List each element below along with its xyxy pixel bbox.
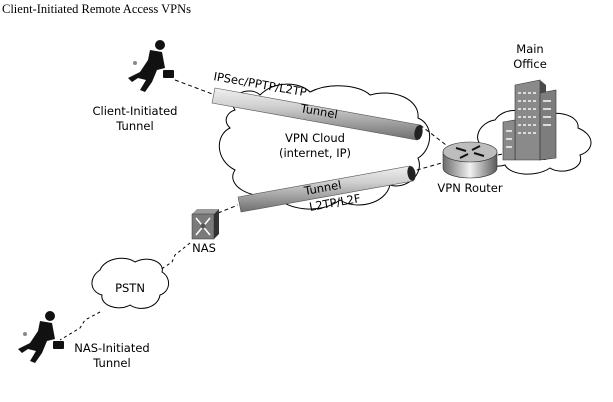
nas-user-sublabel: Tunnel xyxy=(92,356,130,370)
client-user-label: Client-Initiated xyxy=(93,104,178,118)
link-nas-to-pstn xyxy=(159,242,191,271)
upper-tunnel-pipe xyxy=(211,87,423,141)
pstn-cloud-shape xyxy=(91,257,169,309)
lower-tunnel-label: Tunnel xyxy=(302,178,342,198)
nas-label: NAS xyxy=(192,241,216,255)
office-label: Main xyxy=(516,42,543,56)
client-user-sublabel: Tunnel xyxy=(115,119,153,133)
nas-user-label: NAS-Initiated xyxy=(74,341,149,355)
link-tunnel2-to-router xyxy=(409,161,446,173)
pstn-label: PSTN xyxy=(115,281,145,295)
vpn-cloud-label: VPN Cloud xyxy=(285,131,345,145)
router-icon xyxy=(442,141,498,179)
link-client-to-tunnel xyxy=(174,79,216,96)
nas-user-icon xyxy=(18,311,64,363)
link-pstn-to-user xyxy=(59,311,101,341)
link-tunnel-to-router xyxy=(419,124,451,149)
client-user-icon xyxy=(128,40,174,92)
vpn-cloud-sublabel: (internet, IP) xyxy=(279,146,351,160)
office-building-icon xyxy=(502,79,557,161)
office-sublabel: Office xyxy=(513,57,547,71)
nas-icon xyxy=(191,209,219,240)
router-label: VPN Router xyxy=(437,181,502,195)
lower-tunnel-pipe xyxy=(237,165,416,213)
link-nas-to-tunnel xyxy=(217,204,239,214)
diagram-title: Client-Initiated Remote Access VPNs xyxy=(2,2,191,16)
link-router-to-office xyxy=(497,149,521,156)
upper-tunnel-label: Tunnel xyxy=(298,101,338,121)
